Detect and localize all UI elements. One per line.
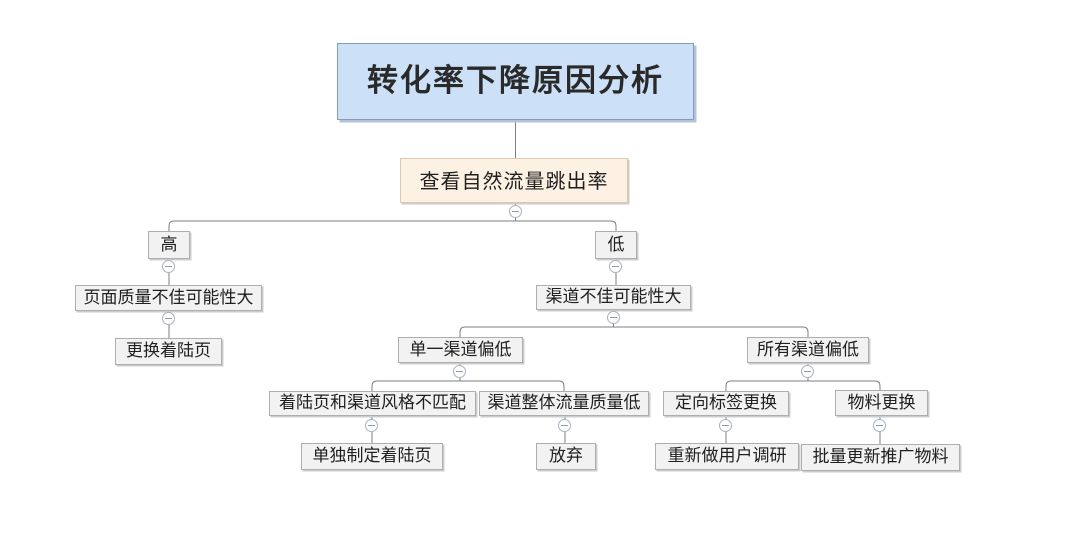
node-give-up[interactable]: 放弃 [536,443,596,470]
node-root-title[interactable]: 转化率下降原因分析 [337,43,694,120]
node-redo-user-research[interactable]: 重新做用户调研 [655,443,799,470]
collapse-minus-icon[interactable] [609,260,622,273]
node-high[interactable]: 高 [148,231,190,259]
collapse-minus-icon[interactable] [719,419,732,432]
collapse-minus-icon[interactable] [162,312,175,325]
node-landing-channel-style-mismatch[interactable]: 着陆页和渠道风格不匹配 [269,391,476,416]
node-all-channels-low[interactable]: 所有渠道偏低 [747,337,869,363]
collapse-minus-icon[interactable] [453,365,466,378]
node-page-quality-issue[interactable]: 页面质量不佳可能性大 [75,285,262,311]
collapse-minus-icon[interactable] [558,419,571,432]
collapse-minus-icon[interactable] [509,205,522,218]
node-material-change[interactable]: 物料更换 [835,390,928,416]
collapse-minus-icon[interactable] [607,311,620,324]
collapse-minus-icon[interactable] [873,419,886,432]
node-custom-landing-page[interactable]: 单独制定着陆页 [301,443,443,470]
node-targeting-tag-change[interactable]: 定向标签更换 [663,391,789,416]
node-replace-landing-page[interactable]: 更换着陆页 [115,338,222,365]
collapse-minus-icon[interactable] [365,419,378,432]
collapse-minus-icon[interactable] [801,365,814,378]
node-channel-traffic-quality-low[interactable]: 渠道整体流量质量低 [479,391,649,416]
node-channel-issue[interactable]: 渠道不佳可能性大 [536,285,691,310]
node-low[interactable]: 低 [595,231,637,259]
collapse-minus-icon[interactable] [162,260,175,273]
node-check-bounce-rate[interactable]: 查看自然流量跳出率 [400,158,628,203]
node-batch-update-materials[interactable]: 批量更新推广物料 [801,444,960,471]
node-single-channel-low[interactable]: 单一渠道偏低 [398,337,523,363]
